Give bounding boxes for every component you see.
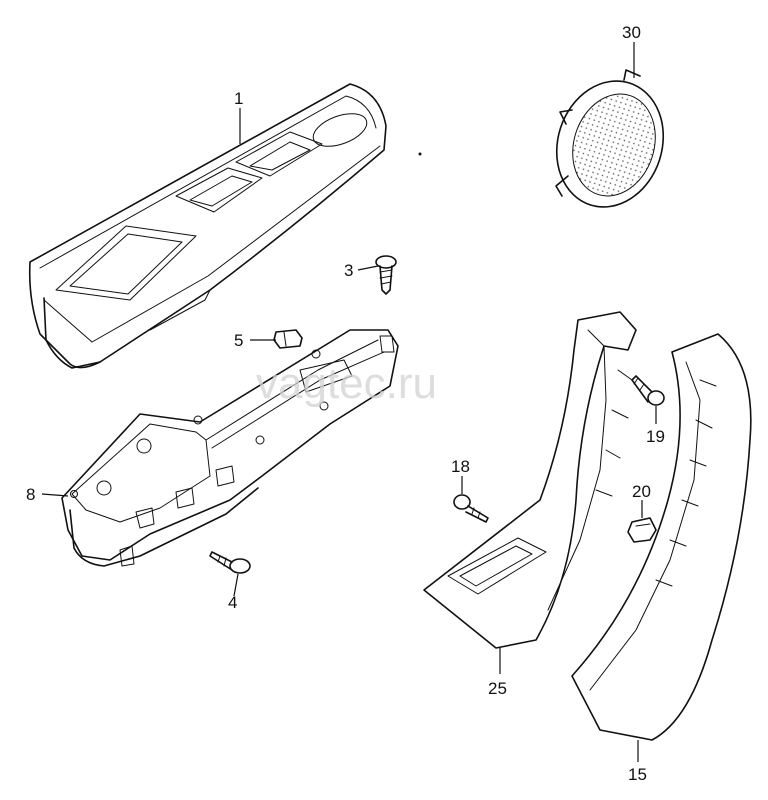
part-19-screw [631, 375, 665, 406]
callout-19: 19 [646, 427, 665, 446]
callout-3: 3 [344, 261, 353, 280]
part-3-screw [375, 255, 397, 295]
part-18-screw [453, 494, 489, 523]
callout-15: 15 [628, 765, 647, 784]
callout-30: 30 [622, 23, 641, 42]
part-20-clip [627, 517, 657, 543]
part-4-screw [209, 551, 251, 574]
part-8-bracket-housing [61, 329, 399, 567]
callout-8: 8 [26, 485, 35, 504]
part-30-speaker-grille [555, 69, 665, 208]
part-1-switch-panel-trim [28, 83, 387, 369]
watermark: vagtec.ru [256, 359, 437, 408]
callout-1: 1 [234, 89, 243, 108]
part-5-clip [273, 329, 303, 349]
leader-lines [41, 42, 657, 762]
callout-25: 25 [488, 679, 507, 698]
callout-5: 5 [234, 331, 243, 350]
part-15-trim-strip [571, 333, 752, 741]
part-25-handle-trim [423, 311, 637, 649]
callout-labels: 30 1 3 5 19 8 18 20 4 25 15 [26, 23, 665, 784]
callout-20: 20 [632, 482, 651, 501]
callout-18: 18 [451, 457, 470, 476]
callout-4: 4 [228, 593, 237, 612]
